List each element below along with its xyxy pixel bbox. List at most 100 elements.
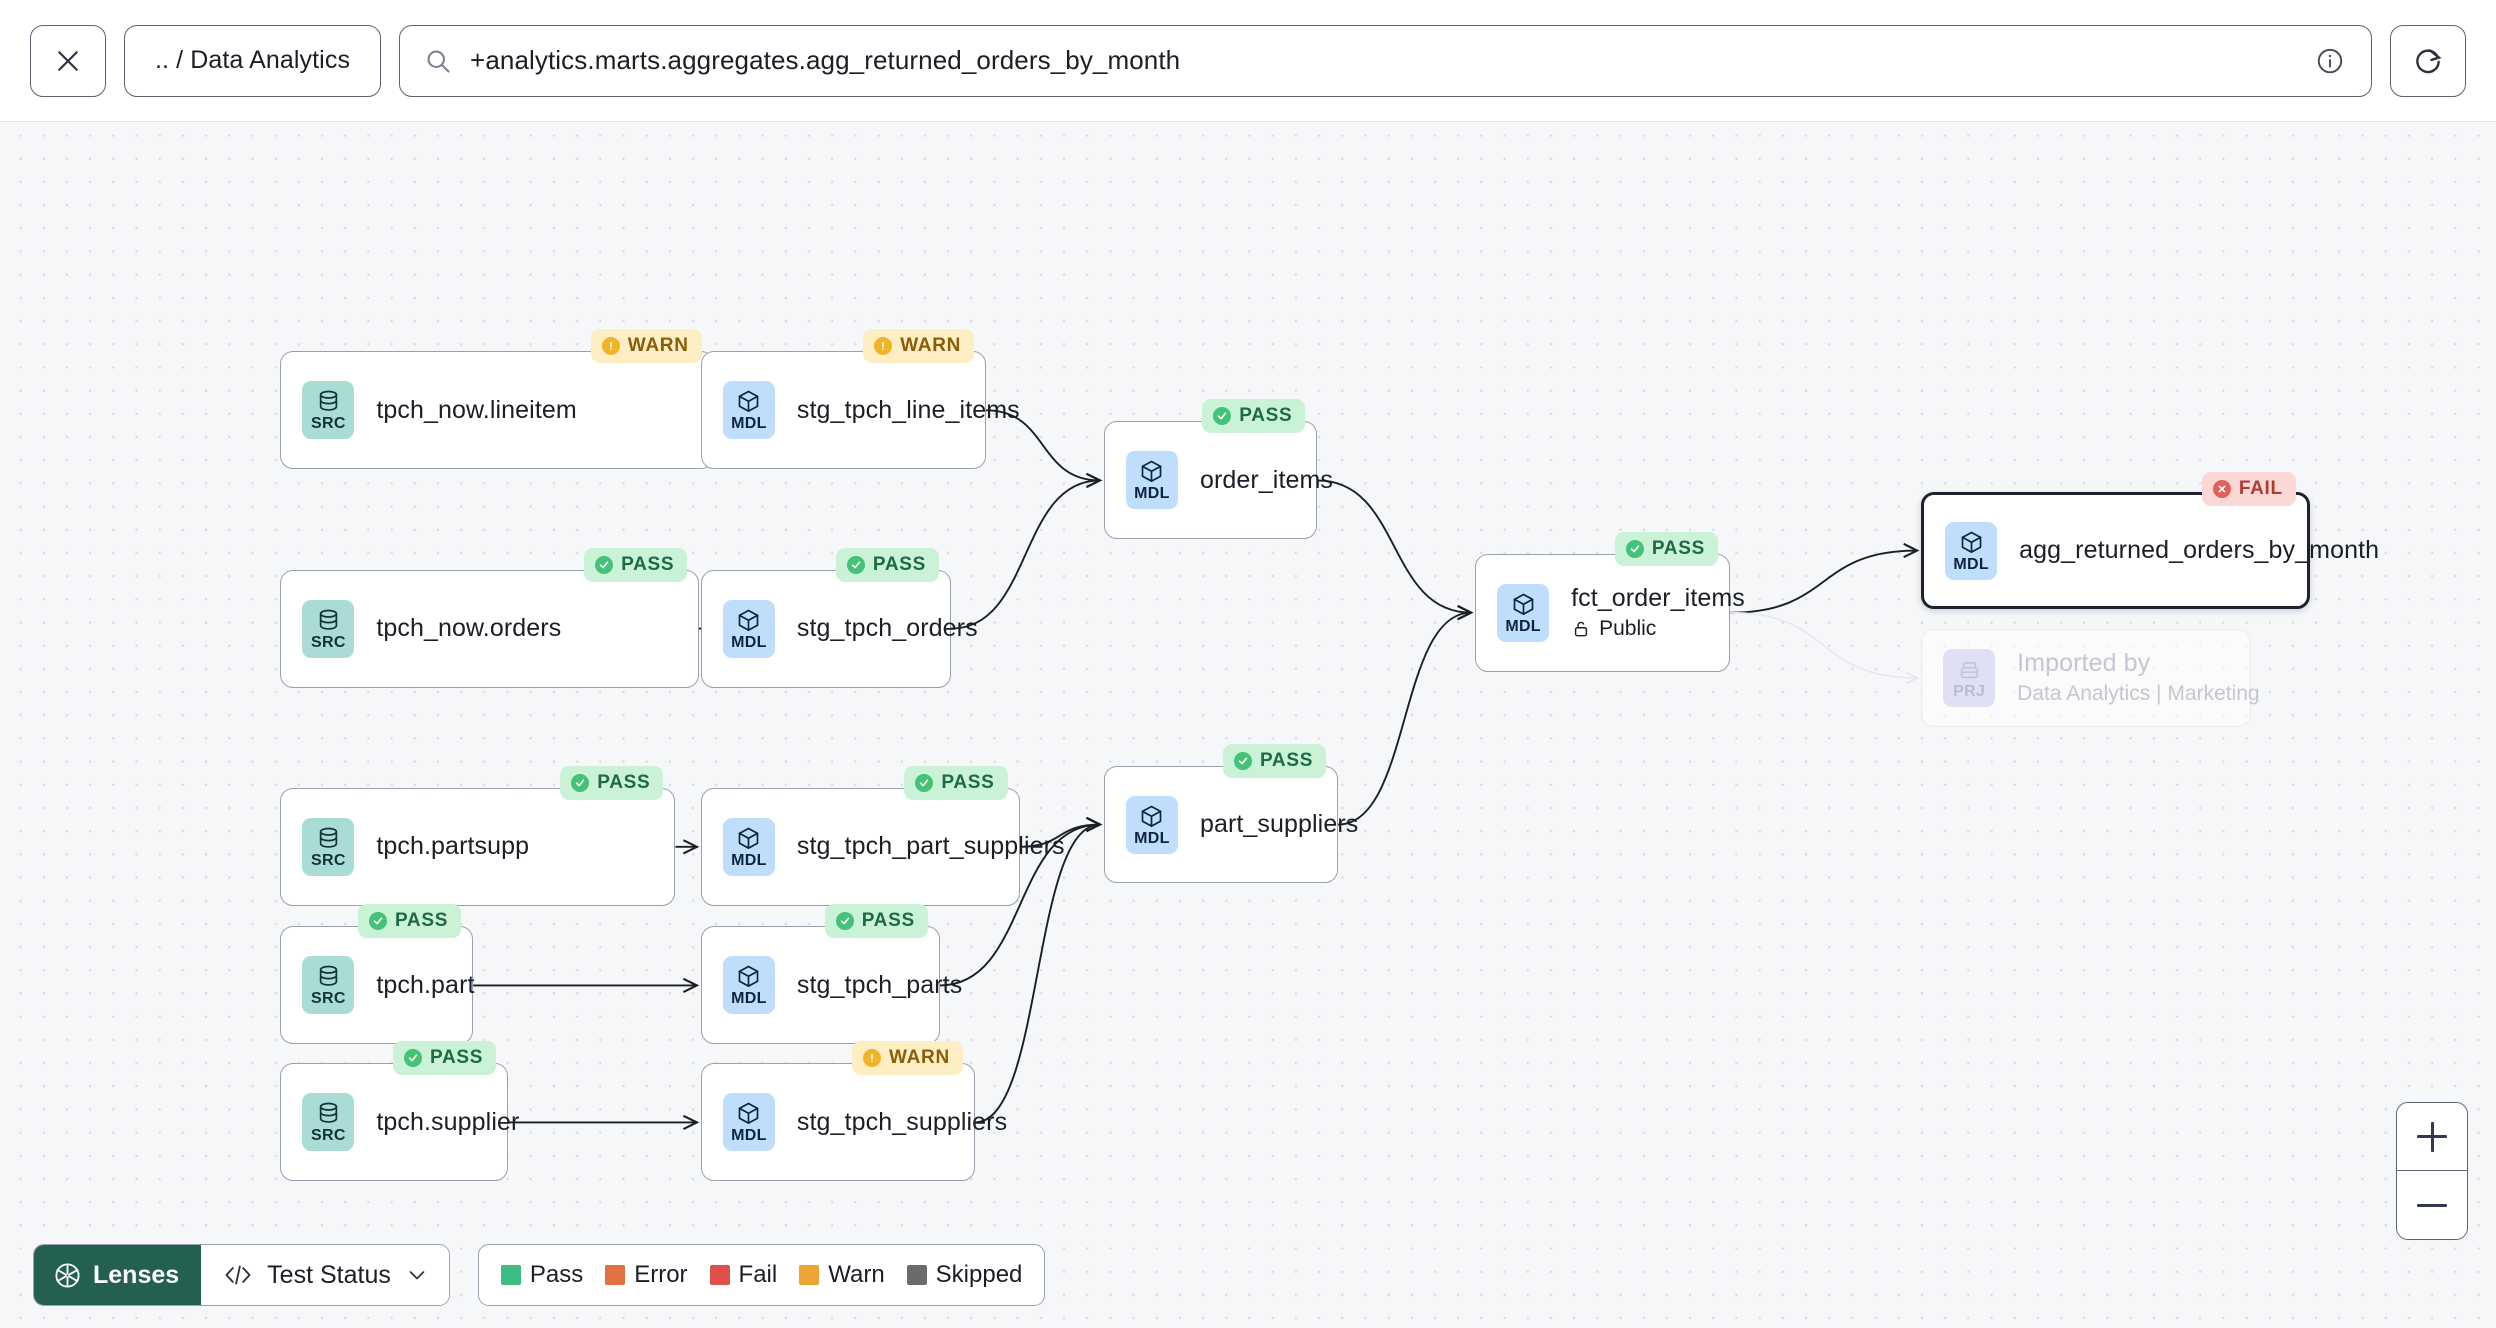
node-type-badge-mdl: MDL: [722, 381, 775, 440]
node-body: tpch_now.orders: [376, 614, 561, 643]
status-dot-icon: [1213, 407, 1232, 426]
status-dot-icon: [571, 773, 590, 792]
test-status-label: Test Status: [267, 1260, 391, 1289]
node-type-badge-mdl: MDL: [722, 817, 775, 876]
node-type-badge-src: SRC: [302, 817, 355, 876]
refresh-button[interactable]: [2390, 24, 2466, 97]
check-icon: [373, 917, 383, 925]
node-type-label: SRC: [311, 415, 346, 433]
graph-edge: [986, 409, 1103, 488]
legend-label: Warn: [828, 1261, 885, 1288]
node-title: stg_tpch_part_suppliers: [796, 832, 1065, 861]
node-type-badge-src: SRC: [302, 1093, 355, 1152]
x-icon: [2218, 485, 2226, 492]
status-badge-label: PASS: [1259, 749, 1314, 771]
lenses-label: Lenses: [93, 1260, 180, 1289]
node-body: part_suppliers: [1200, 810, 1358, 839]
search-value: +analytics.marts.aggregates.agg_returned…: [470, 45, 1181, 75]
status-badge-pass: PASS: [824, 904, 928, 939]
legend-item-fail[interactable]: Fail: [709, 1261, 778, 1289]
node-type-label: MDL: [731, 633, 767, 651]
node-type-label: SRC: [311, 633, 346, 651]
breadcrumb[interactable]: .. / Data Analytics: [124, 24, 382, 97]
status-badge-warn: WARN: [852, 1041, 963, 1076]
graph-node-stg_tpch_line_items[interactable]: WARN MDL stg_tpch_line_items: [700, 329, 1020, 470]
graph-node-tpch_partsupp[interactable]: PASS SRC tpch.partsupp: [280, 765, 676, 906]
node-type-badge-mdl: MDL: [1125, 795, 1178, 854]
node-type-label: MDL: [1953, 555, 1989, 573]
legend-label: Skipped: [935, 1261, 1023, 1288]
cube-icon: [1513, 593, 1533, 615]
status-dot-icon: [601, 337, 620, 356]
status-badge-pass: PASS: [1614, 531, 1718, 566]
project-icon: [1960, 661, 1978, 679]
legend-item-pass[interactable]: Pass: [500, 1261, 583, 1289]
zoom-out-button[interactable]: [2397, 1171, 2467, 1239]
database-icon: [319, 966, 338, 987]
status-badge-pass: PASS: [1222, 743, 1327, 778]
edge-layer: [473, 402, 1920, 1130]
check-icon: [920, 779, 929, 787]
search-input[interactable]: +analytics.marts.aggregates.agg_returned…: [399, 24, 2372, 97]
status-badge-warn: WARN: [863, 329, 975, 364]
node-body: stg_tpch_part_suppliers: [796, 832, 1065, 861]
database-icon: [319, 1103, 338, 1124]
refresh-icon: [2416, 48, 2442, 73]
graph-node-part_suppliers[interactable]: PASS MDL part_suppliers: [1103, 743, 1358, 884]
code-icon: [225, 1265, 251, 1285]
node-type-badge-mdl: MDL: [722, 1093, 775, 1152]
database-icon: [319, 609, 338, 630]
status-dot-icon: [846, 555, 865, 574]
aperture-icon: [55, 1262, 80, 1288]
test-status-dropdown[interactable]: Test Status: [201, 1245, 449, 1305]
zoom-in-button[interactable]: [2397, 1103, 2467, 1171]
node-type-label: MDL: [1505, 617, 1541, 635]
status-badge-label: PASS: [597, 771, 651, 793]
graph-node-stg_tpch_orders[interactable]: PASS MDL stg_tpch_orders: [700, 547, 978, 688]
legend-swatch-icon: [709, 1265, 730, 1285]
node-title: tpch.partsupp: [376, 832, 530, 861]
check-icon: [576, 779, 585, 787]
legend-swatch-icon: [605, 1265, 626, 1285]
lens-group: Lenses Test Status: [33, 1244, 450, 1306]
info-icon[interactable]: [2315, 46, 2345, 76]
legend-item-warn[interactable]: Warn: [799, 1261, 885, 1289]
status-dot-icon: [874, 337, 893, 356]
search-icon: [427, 50, 450, 73]
cube-icon: [739, 827, 759, 849]
cube-icon: [739, 1103, 759, 1125]
legend-item-skipped[interactable]: Skipped: [906, 1261, 1023, 1289]
node-title: tpch.part: [376, 970, 475, 999]
legend-item-error[interactable]: Error: [605, 1261, 688, 1289]
status-badge-pass: PASS: [835, 547, 939, 582]
lenses-button[interactable]: Lenses: [34, 1245, 202, 1305]
node-type-label: MDL: [731, 415, 767, 433]
node-subtitle-label: Data Analytics | Marketing: [2017, 682, 2260, 706]
node-body: tpch.part: [376, 970, 475, 1000]
close-button[interactable]: [30, 24, 106, 97]
graph-edge: [1729, 542, 1920, 614]
node-type-badge-mdl: MDL: [722, 599, 775, 658]
legend-label: Fail: [738, 1261, 778, 1288]
status-dot-icon: [1625, 539, 1644, 558]
node-subtitle-label: Public: [1599, 617, 1657, 641]
node-body: stg_tpch_line_items: [797, 396, 1020, 425]
node-type-badge-src: SRC: [302, 956, 355, 1015]
node-title: stg_tpch_orders: [796, 614, 978, 643]
node-type-label: PRJ: [1953, 682, 1986, 700]
status-badge-label: PASS: [1239, 405, 1293, 427]
status-dot-icon: [863, 1049, 882, 1068]
exclamation-icon: [882, 342, 885, 351]
